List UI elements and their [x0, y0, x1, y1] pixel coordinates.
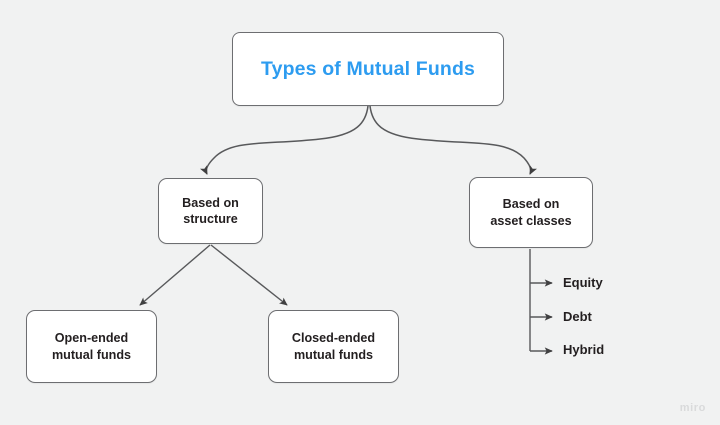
node-open-ended-mutual-funds[interactable]: Open-ended mutual funds: [26, 310, 157, 383]
leaf-label-hybrid: Hybrid: [563, 342, 605, 357]
node-closed-ended-mutual-funds-label: Closed-ended mutual funds: [291, 331, 376, 362]
node-types-of-mutual-funds[interactable]: Types of Mutual Funds: [232, 32, 504, 106]
leaf-label-equity: Equity: [563, 275, 603, 290]
edge-title-to-asset: [369, 105, 537, 175]
node-open-ended-mutual-funds-label: Open-ended mutual funds: [51, 331, 132, 362]
leaf-label-debt: Debt: [563, 309, 592, 324]
miro-watermark: miro: [679, 402, 706, 414]
edge-structure-to-open: [139, 244, 211, 306]
node-title-label: Types of Mutual Funds: [260, 57, 476, 80]
node-based-on-structure-label: Based on structure: [182, 195, 239, 226]
node-based-on-structure[interactable]: Based on structure: [158, 178, 263, 244]
node-based-on-asset-classes[interactable]: Based on asset classes: [469, 177, 593, 248]
edge-title-to-structure: [200, 105, 369, 175]
edge-structure-to-closed: [210, 244, 288, 306]
node-closed-ended-mutual-funds[interactable]: Closed-ended mutual funds: [268, 310, 399, 383]
node-based-on-asset-classes-label: Based on asset classes: [490, 197, 572, 228]
